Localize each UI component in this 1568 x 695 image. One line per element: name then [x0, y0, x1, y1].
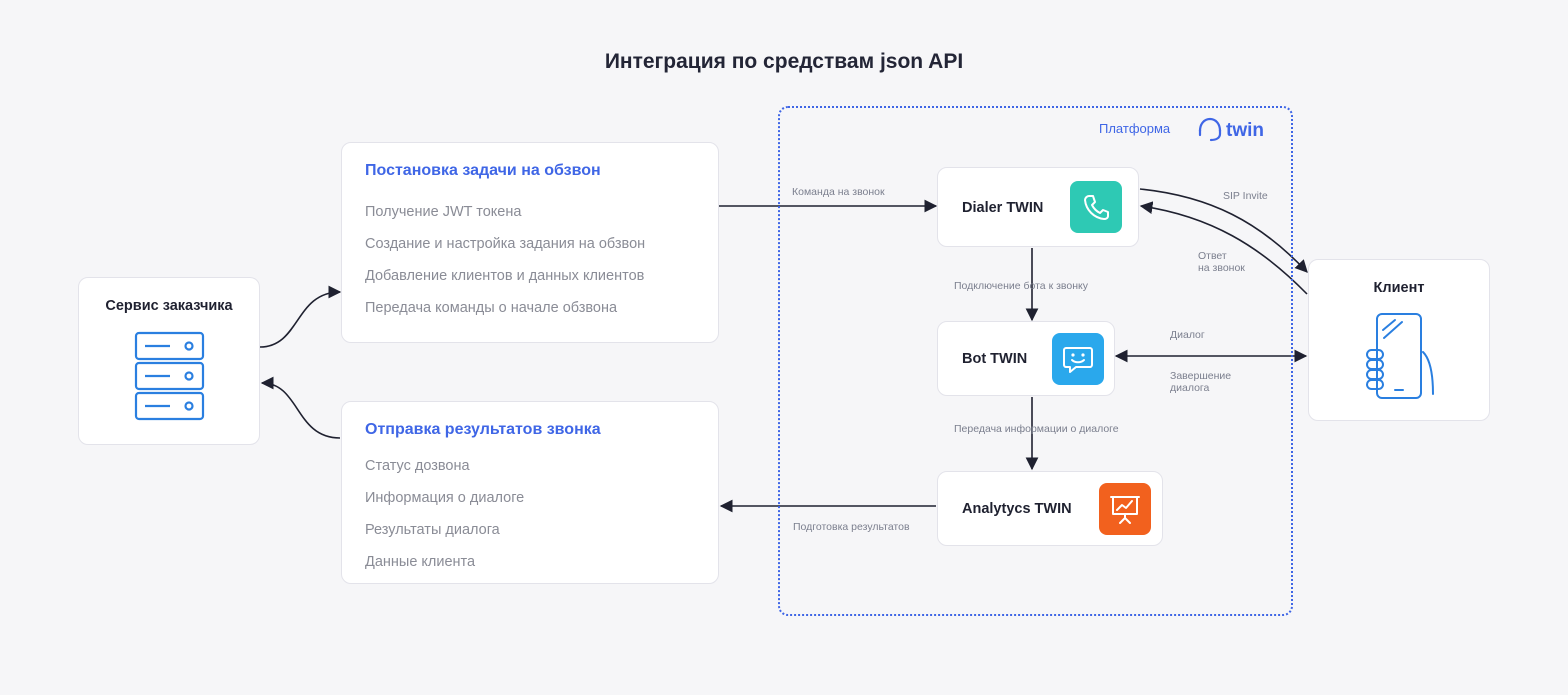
task-card: Постановка задачи на обзвон Получение JW…: [341, 142, 719, 343]
analytics-label: Analytycs TWIN: [962, 501, 1072, 517]
results-item: Результаты диалога: [365, 522, 500, 538]
bot-node: Bot TWIN: [937, 321, 1115, 396]
dialer-label: Dialer TWIN: [962, 200, 1044, 216]
server-icon: [134, 331, 205, 421]
results-card: Отправка результатов звонка Статус дозво…: [341, 401, 719, 584]
client-label: Клиент: [1373, 280, 1425, 296]
task-item: Получение JWT токена: [365, 204, 522, 220]
twin-headset-icon: twin: [1198, 117, 1264, 142]
task-item: Передача команды о начале обзвона: [365, 300, 618, 316]
chat-bot-icon: [1063, 347, 1093, 373]
edge-label-sip-invite: SIP Invite: [1223, 190, 1268, 202]
edge-label-answer-1: Ответ: [1198, 250, 1227, 262]
diagram-title: Интеграция по средствам json API: [604, 50, 964, 73]
edge-label-call-command: Команда на звонок: [792, 186, 885, 198]
arrow-sip-invite: [1139, 188, 1308, 273]
analytics-node: Analytycs TWIN: [937, 471, 1163, 546]
edge-label-dialog: Диалог: [1170, 329, 1205, 341]
phone-icon: [1084, 195, 1109, 220]
arrow-results-to-customer: [260, 376, 341, 439]
edge-label-end-1: Завершение: [1170, 370, 1232, 382]
arrow-answer: [1139, 201, 1308, 295]
dialer-node: Dialer TWIN: [937, 167, 1139, 247]
customer-service-label: Сервис заказчика: [105, 298, 233, 314]
hand-phone-icon: [1366, 313, 1434, 399]
edge-label-pass-info: Передача информации о диалоге: [954, 423, 1119, 435]
twin-logo-text: twin: [1226, 120, 1264, 141]
customer-service-card: Сервис заказчика: [78, 277, 260, 445]
results-item: Данные клиента: [365, 554, 476, 570]
edge-label-end-2: диалога: [1170, 382, 1210, 394]
edge-label-answer-2: на звонок: [1198, 262, 1245, 274]
results-item: Статус дозвона: [365, 458, 470, 474]
edge-label-prepare-results: Подготовка результатов: [793, 521, 910, 533]
results-card-heading: Отправка результатов звонка: [365, 421, 601, 438]
dialer-icon-tile: [1070, 181, 1122, 233]
analytics-icon-tile: [1099, 483, 1151, 535]
task-card-heading: Постановка задачи на обзвон: [365, 162, 601, 179]
arrow-customer-to-task: [259, 285, 342, 348]
task-item: Добавление клиентов и данных клиентов: [365, 268, 645, 284]
bot-label: Bot TWIN: [962, 351, 1028, 367]
platform-frame: [778, 106, 1293, 616]
edge-label-connect-bot: Подключение бота к звонку: [954, 280, 1088, 292]
platform-label: Платформа: [1099, 121, 1171, 136]
bot-icon-tile: [1052, 333, 1104, 385]
presentation-chart-icon: [1110, 496, 1140, 524]
results-item: Информация о диалоге: [365, 490, 525, 506]
task-item: Создание и настройка задания на обзвон: [365, 236, 646, 252]
twin-logo: twin: [1196, 117, 1288, 148]
client-card: Клиент: [1308, 259, 1490, 421]
